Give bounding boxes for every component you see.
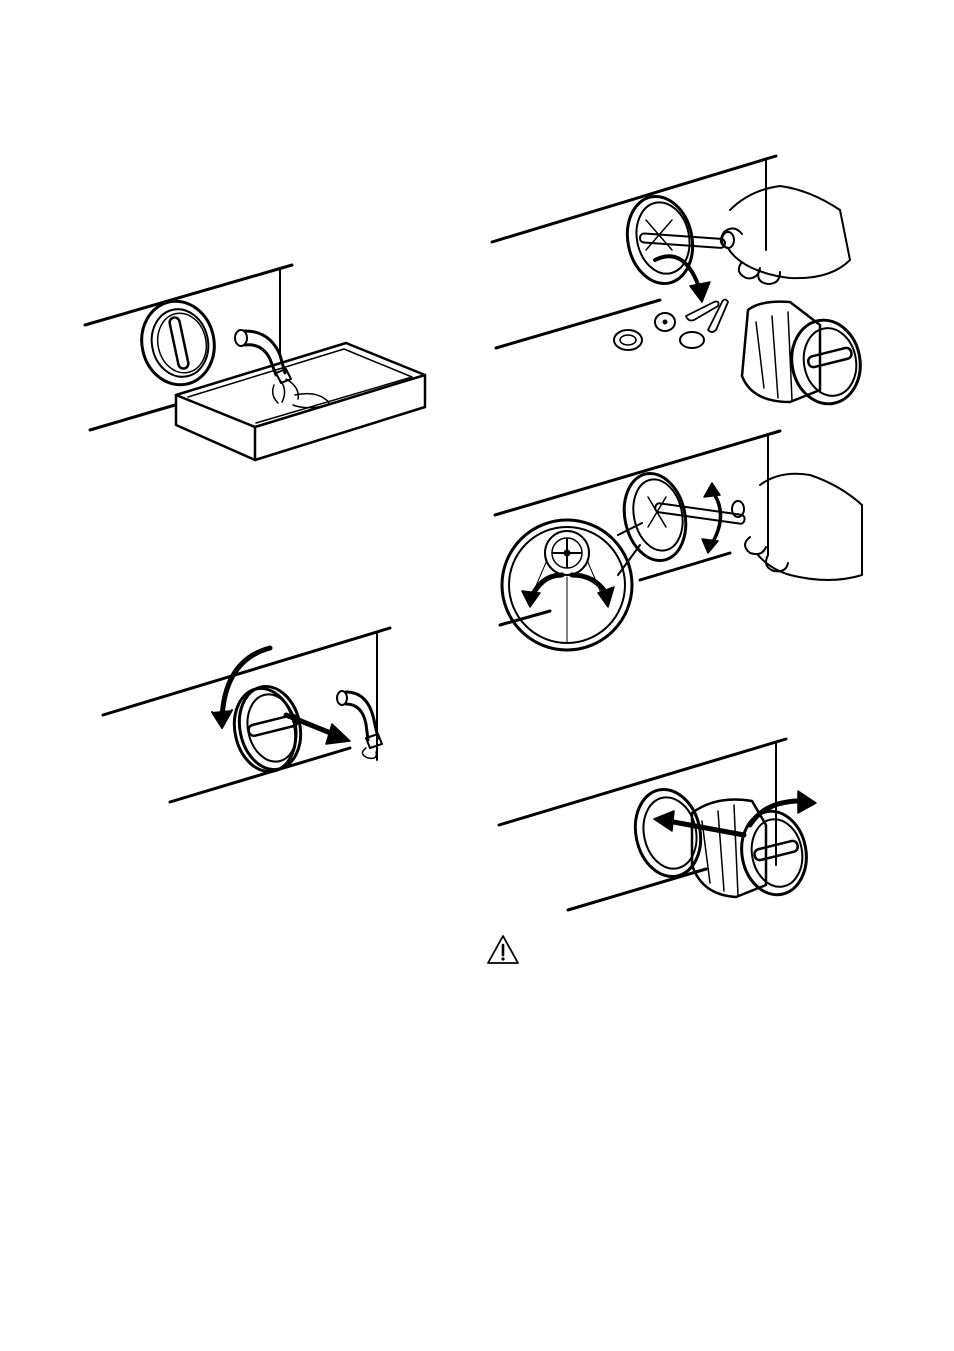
filter-rotate-remove-illustration [100,620,400,810]
figure-reinsert-filter [496,735,796,915]
drain-hose-basin-illustration [80,255,440,470]
filter-reinsert-illustration [496,735,796,915]
figure-turn-filter-counterclockwise [100,620,400,810]
figure-turn-pump-impeller [490,425,870,665]
figure-remove-foreign-objects [490,150,870,420]
figure-drain-hose-into-basin [80,255,440,470]
warning-triangle-icon [486,934,520,966]
pump-impeller-check-illustration [490,425,870,665]
filter-clean-objects-illustration [490,150,870,420]
